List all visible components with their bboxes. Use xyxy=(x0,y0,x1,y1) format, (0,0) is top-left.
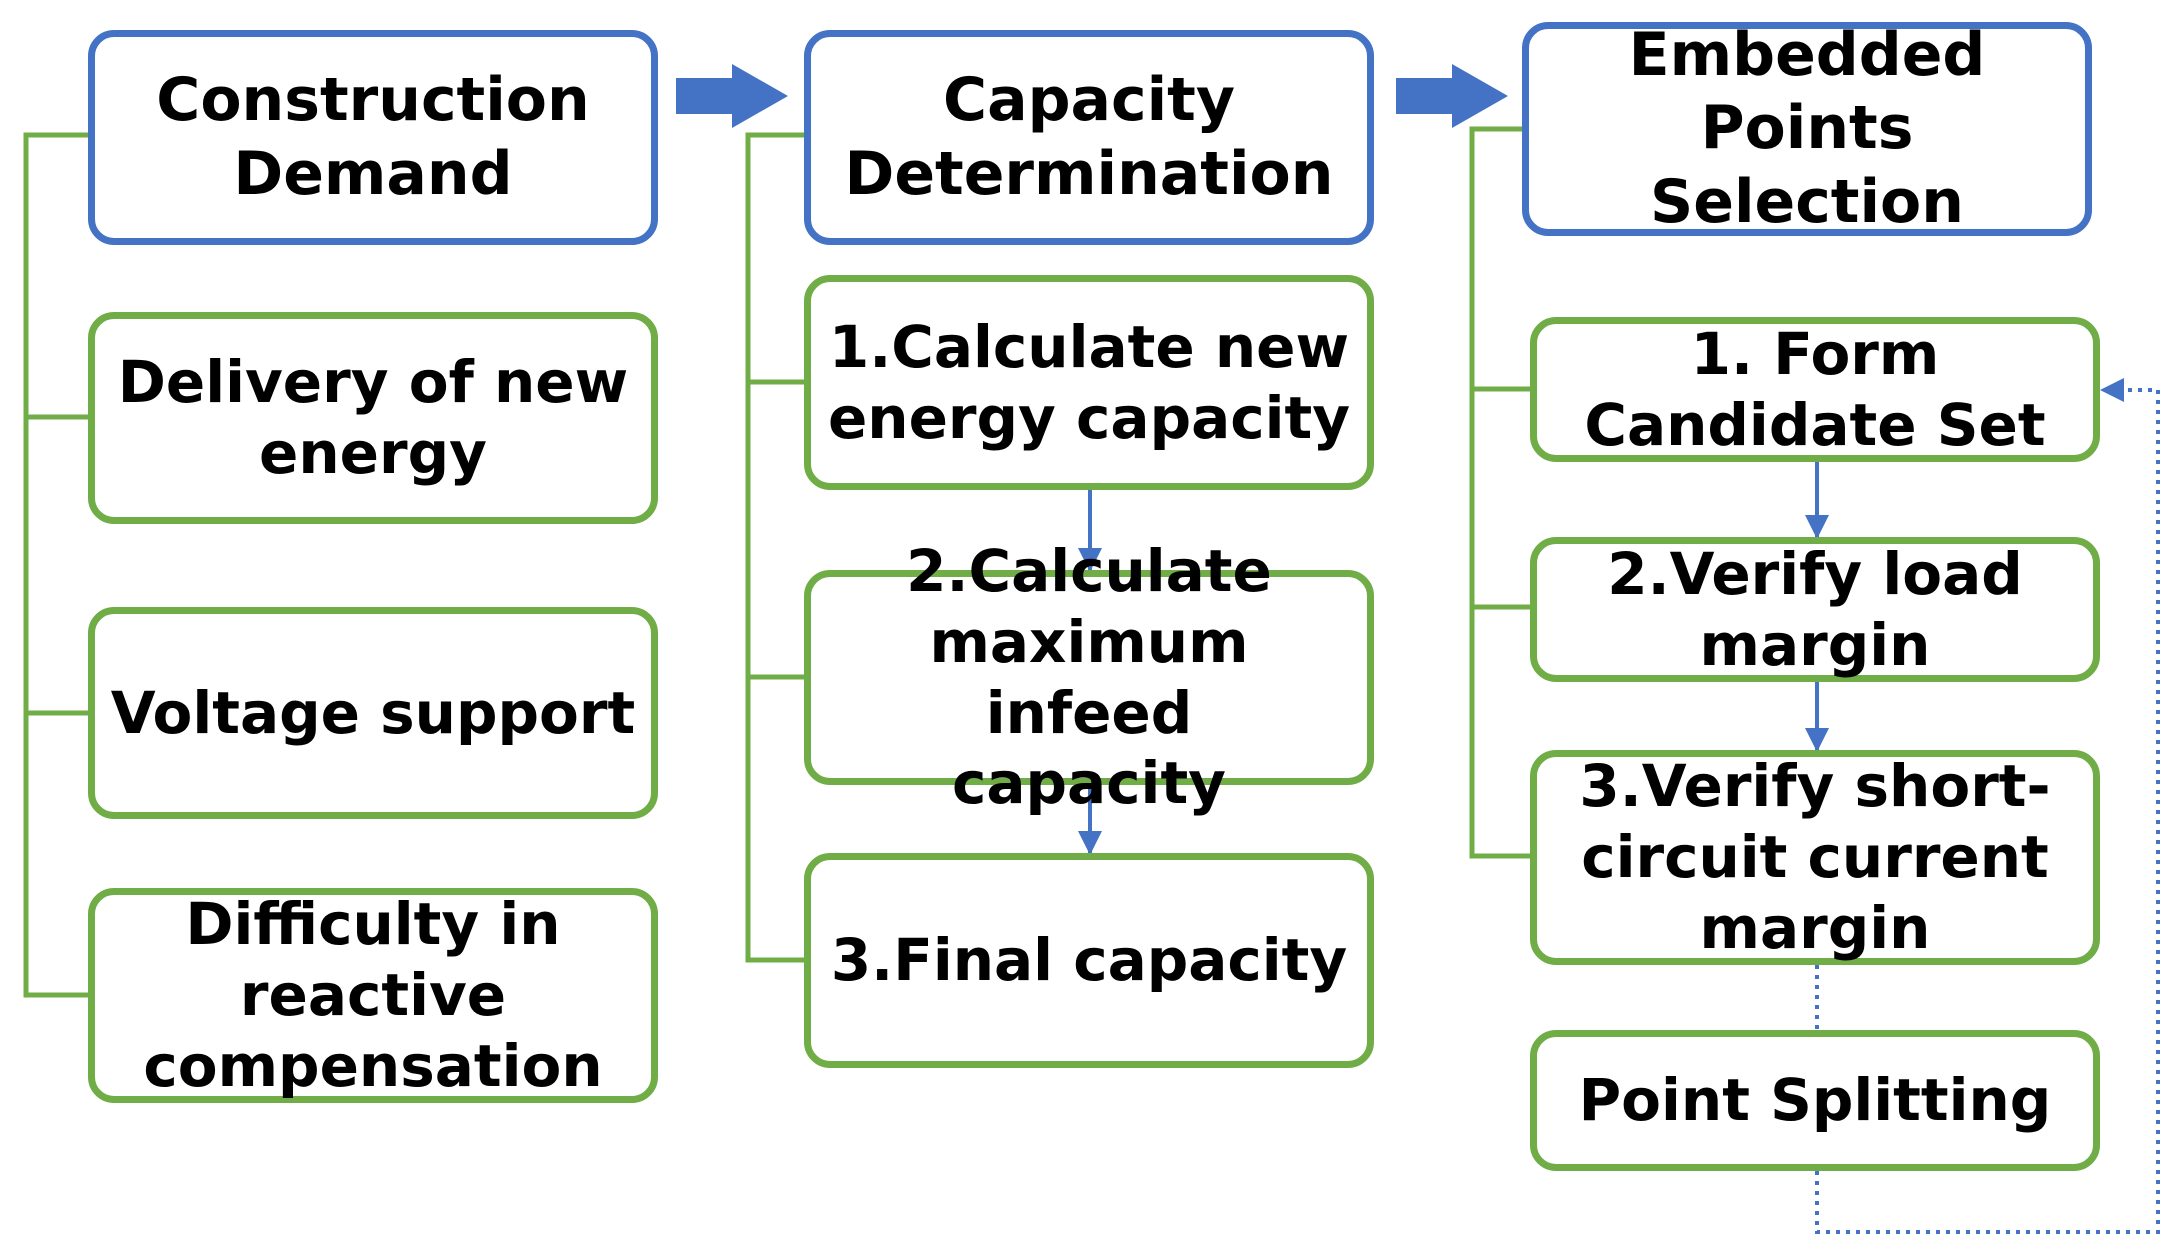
item-point-splitting: Point Splitting xyxy=(1530,1030,2100,1171)
feedback-loop-arrow xyxy=(1815,378,2160,1234)
item-difficulty-in-reactive-compensation: Difficulty in reactive compensation xyxy=(88,888,658,1103)
bracket-construction-demand xyxy=(23,132,90,998)
item-verify-load-margin: 2.Verify load margin xyxy=(1530,537,2100,682)
item-calculate-maximum-infeed-capacity: 2.Calculate maximum infeed capacity xyxy=(804,537,1374,817)
bracket-embedded-points xyxy=(1469,126,1532,859)
item-final-capacity: 3.Final capacity xyxy=(804,853,1374,1068)
item-form-candidate-set: 1. Form Candidate Set xyxy=(1530,317,2100,462)
item-verify-short-circuit-current-margin: 3.Verify short- circuit current margin xyxy=(1530,750,2100,965)
item-voltage-support: Voltage support xyxy=(88,607,658,819)
item-delivery-of-new-energy: Delivery of new energy xyxy=(88,312,658,524)
bracket-capacity-determination xyxy=(745,132,807,963)
item-calculate-new-energy-capacity: 1.Calculate new energy capacity xyxy=(804,275,1374,490)
header-capacity-determination: Capacity Determination xyxy=(804,30,1374,245)
right-arrow-icon xyxy=(1396,64,1508,128)
header-embedded-points-selection: Embedded Points Selection xyxy=(1522,20,2092,237)
header-construction-demand: Construction Demand xyxy=(88,30,658,245)
right-arrow-icon xyxy=(676,64,788,128)
